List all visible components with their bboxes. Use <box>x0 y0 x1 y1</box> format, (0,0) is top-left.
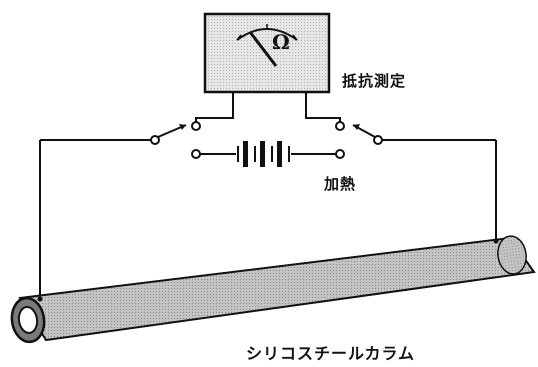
column-label: シリコスチールカラム <box>246 344 416 363</box>
ohmmeter-icon: Ω <box>203 12 331 94</box>
silicosteel-column <box>10 235 536 344</box>
left-switch <box>40 121 201 159</box>
battery-icon <box>200 141 336 167</box>
resistance-measurement-label: 抵抗測定 <box>342 72 407 90</box>
side-wires <box>39 140 497 298</box>
right-switch <box>335 121 496 159</box>
ohm-symbol: Ω <box>272 30 290 54</box>
meter-wires <box>195 92 341 126</box>
heating-label: 加熱 <box>324 175 357 193</box>
